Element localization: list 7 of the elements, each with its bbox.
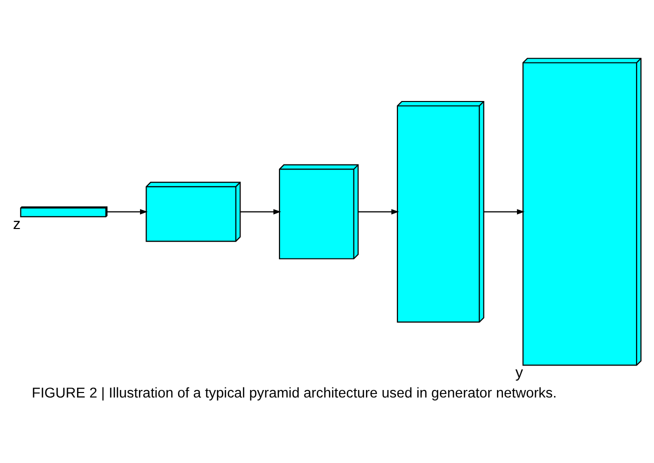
arrow: [107, 208, 148, 214]
arrow: [484, 208, 525, 214]
node-label: z: [13, 215, 21, 232]
arrow: [358, 208, 399, 214]
node-label: y: [515, 364, 524, 381]
caption: FIGURE 2 | Illustration of a typical pyramid architecture used in generator networks.: [32, 384, 557, 401]
arrow: [240, 208, 282, 214]
